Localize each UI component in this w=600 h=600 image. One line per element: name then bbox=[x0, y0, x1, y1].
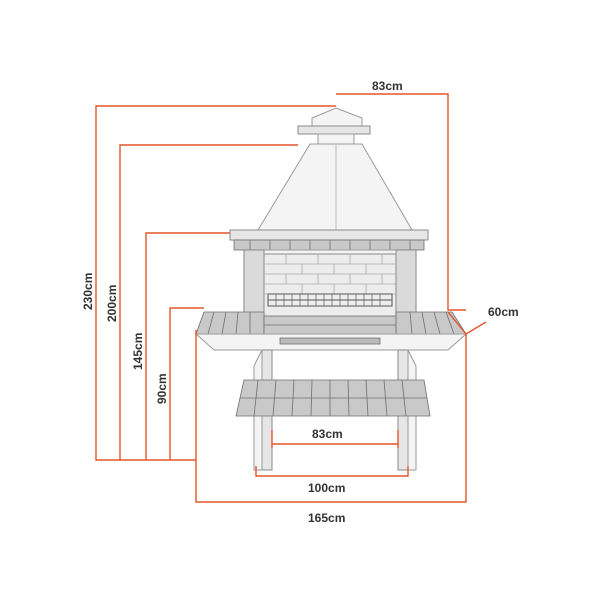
grill-grate bbox=[267, 293, 393, 307]
base-width-line bbox=[255, 466, 409, 477]
dimension-labels: 83cm 230cm 200cm 145cm 90cm 60cm 83cm 10… bbox=[81, 79, 519, 525]
label-height-to-firebox: 145cm bbox=[131, 333, 145, 370]
label-depth: 60cm bbox=[488, 305, 519, 319]
chimney-cap bbox=[297, 107, 371, 145]
label-total-height: 230cm bbox=[81, 273, 95, 310]
label-top-width: 83cm bbox=[372, 79, 403, 93]
label-height-to-hood: 200cm bbox=[105, 285, 119, 322]
dimension-lines bbox=[95, 93, 487, 503]
counter-height-line bbox=[169, 307, 204, 460]
label-shelf-width: 83cm bbox=[312, 427, 343, 441]
lower-shelf bbox=[235, 379, 431, 417]
total-width-line bbox=[195, 330, 467, 503]
label-total-width: 165cm bbox=[308, 511, 345, 525]
hood-brick-band bbox=[229, 229, 429, 251]
label-counter-height: 90cm bbox=[155, 373, 169, 404]
barbecue-illustration bbox=[194, 107, 468, 471]
firebox-height-line bbox=[145, 232, 230, 460]
hood bbox=[257, 143, 413, 231]
top-width-line bbox=[336, 93, 466, 311]
countertop bbox=[194, 311, 468, 351]
hood-height-line bbox=[119, 144, 298, 460]
label-base-width: 100cm bbox=[308, 481, 345, 495]
